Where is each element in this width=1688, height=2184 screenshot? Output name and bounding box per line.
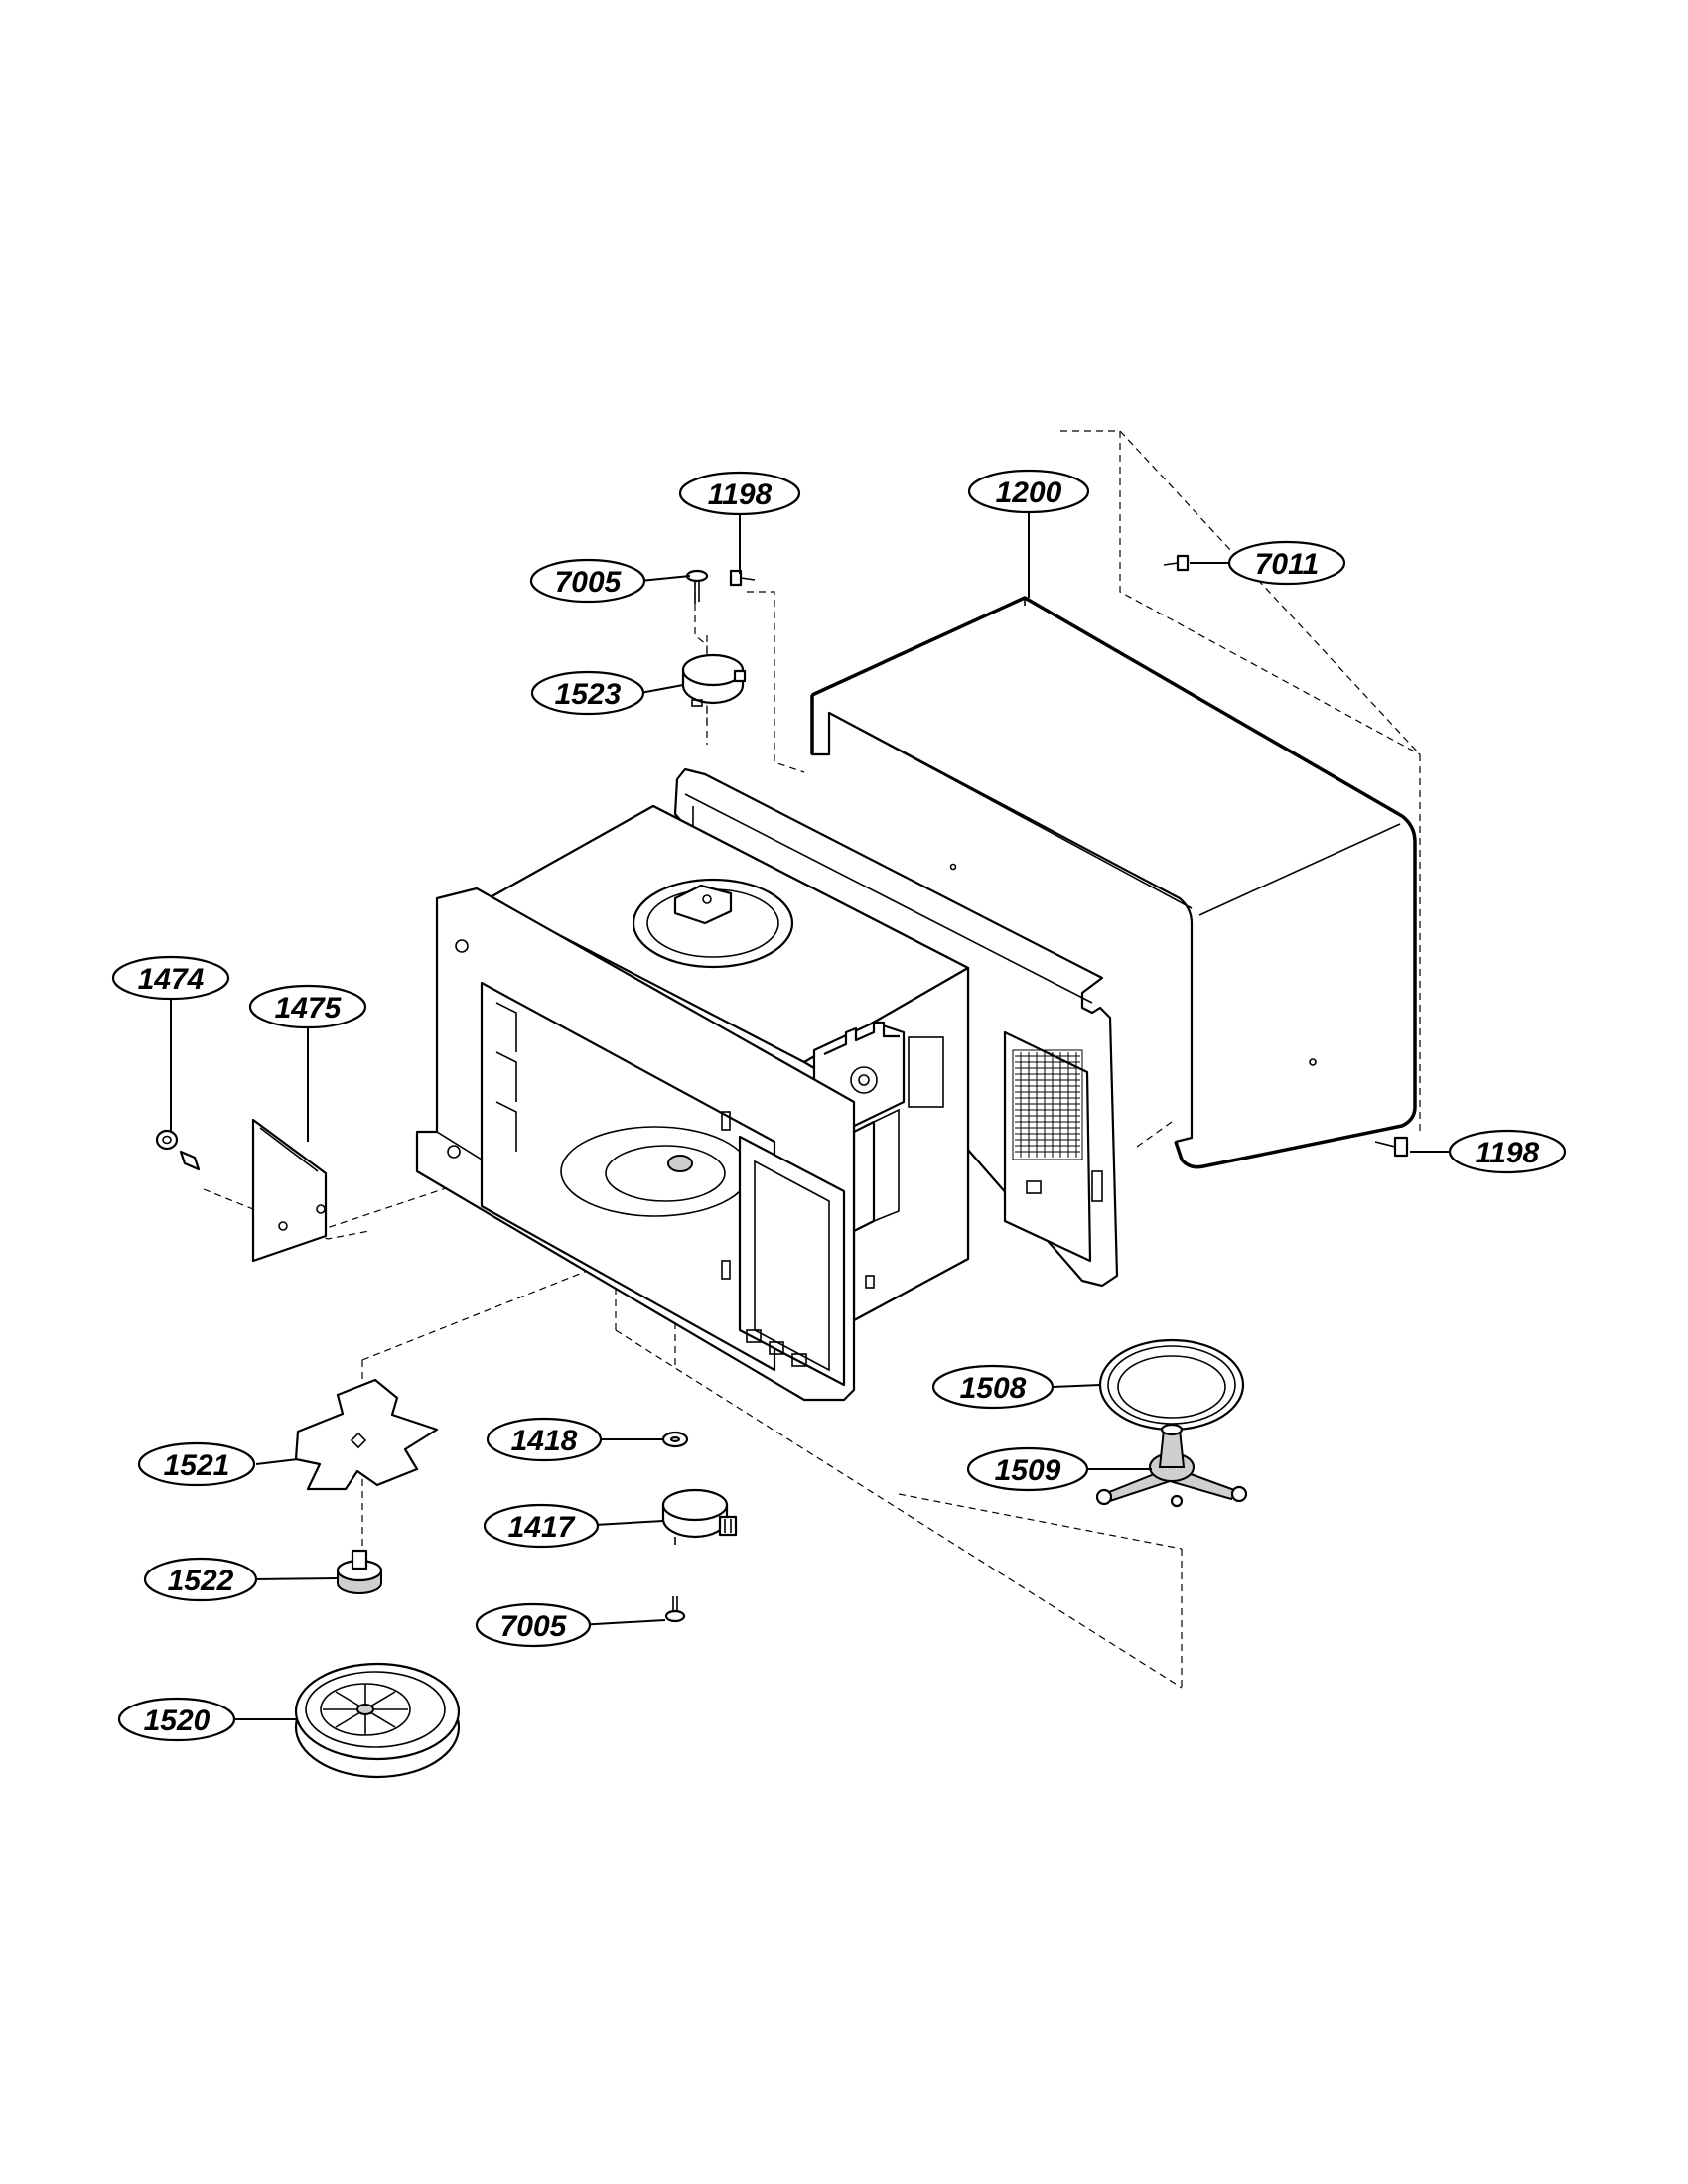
callout-label: 7005 — [555, 566, 623, 599]
callout-1509: 1509 — [966, 1446, 1089, 1492]
callout-1508: 1508 — [931, 1364, 1055, 1410]
callout-label: 1521 — [164, 1449, 230, 1482]
callout-label: 1475 — [275, 992, 343, 1024]
screw-1198-right — [1374, 1136, 1409, 1158]
screw-7011 — [1163, 554, 1190, 572]
outer-cabinet — [810, 596, 1417, 1169]
roller-ring-1509 — [1095, 1423, 1248, 1508]
callout-1198-right: 1198 — [1448, 1129, 1567, 1174]
callout-7011: 7011 — [1227, 540, 1346, 586]
vent-grill — [1015, 1052, 1080, 1158]
callout-7005-bottom: 7005 — [475, 1602, 592, 1648]
callout-label: 1508 — [960, 1372, 1027, 1405]
coupler-1521 — [294, 1378, 439, 1491]
callout-label: 1200 — [996, 477, 1062, 509]
callout-1198-top: 1198 — [678, 471, 801, 516]
screw-7005-top — [685, 569, 709, 604]
callout-label: 1418 — [511, 1425, 578, 1457]
callout-1417: 1417 — [483, 1503, 600, 1549]
rotating-ring-1520 — [294, 1662, 461, 1779]
washer-1418 — [661, 1431, 689, 1448]
screw-7005-bottom — [664, 1596, 686, 1623]
callout-label: 1523 — [555, 678, 622, 711]
stirrer-cover — [632, 878, 794, 969]
callout-label: 1509 — [995, 1454, 1061, 1487]
callout-1418: 1418 — [486, 1417, 603, 1462]
glass-tray-1508 — [1098, 1338, 1245, 1432]
callout-1200: 1200 — [967, 469, 1090, 514]
callout-label: 1198 — [708, 478, 773, 511]
callout-7005-top: 7005 — [529, 558, 646, 604]
callout-1475: 1475 — [248, 984, 367, 1029]
callout-1521: 1521 — [137, 1441, 256, 1487]
callout-1520: 1520 — [117, 1697, 236, 1742]
callout-1523: 1523 — [530, 670, 645, 716]
callout-label: 1474 — [138, 963, 205, 996]
roller-hub-1522 — [336, 1549, 383, 1594]
front-plate — [415, 887, 875, 1402]
stirrer-motor-1523 — [681, 653, 747, 707]
callout-1474: 1474 — [111, 955, 230, 1001]
screw-1198-top — [729, 569, 756, 587]
callout-label: 1417 — [508, 1511, 576, 1544]
cover-plate-1475 — [251, 1118, 328, 1263]
callout-1522: 1522 — [143, 1557, 258, 1602]
callout-label: 1522 — [168, 1565, 234, 1597]
callout-label: 1520 — [144, 1705, 211, 1737]
cable-clamp-1474 — [155, 1129, 201, 1171]
callout-label: 1198 — [1476, 1137, 1540, 1169]
turntable-motor-1417 — [661, 1488, 738, 1545]
callout-label: 7005 — [500, 1610, 568, 1643]
callout-label: 7011 — [1255, 548, 1320, 581]
